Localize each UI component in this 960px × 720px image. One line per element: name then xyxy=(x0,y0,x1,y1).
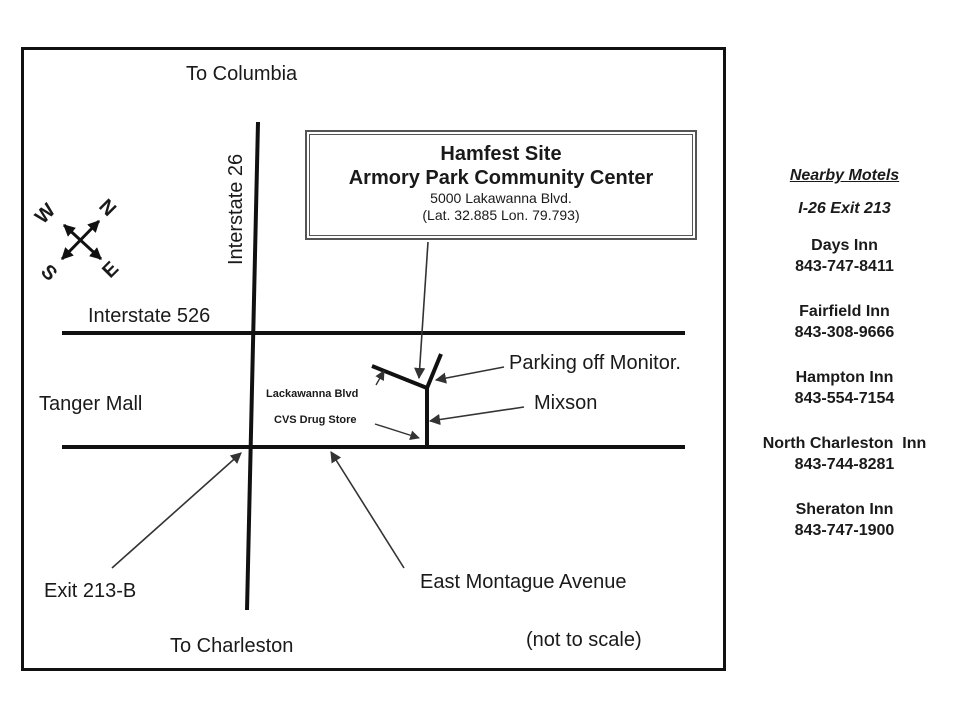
motel-phone: 843-747-1900 xyxy=(794,522,895,539)
arrow-exit xyxy=(111,452,242,569)
arrow-lackawanna xyxy=(375,370,385,386)
nearby-motels-panel: Nearby Motels I-26 Exit 213 Days Inn 843… xyxy=(732,165,957,565)
label-cvs: CVS Drug Store xyxy=(274,414,357,426)
label-lackawanna-blvd: Lackawanna Blvd xyxy=(266,388,359,400)
map-frame xyxy=(21,47,726,671)
motel-name: Sheraton Inn xyxy=(795,501,894,518)
motel-name: Fairfield Inn xyxy=(799,303,890,320)
site-address: 5000 Lakawanna Blvd. xyxy=(430,190,572,206)
motel-phone: 843-747-8411 xyxy=(795,258,894,275)
label-interstate-526: Interstate 526 xyxy=(88,305,211,327)
motel-item: Sheraton Inn 843-747-1900 xyxy=(732,499,957,541)
road-monitor-right xyxy=(425,353,443,389)
motel-item: Fairfield Inn 843-308-9666 xyxy=(732,301,957,343)
motel-name: Hampton Inn xyxy=(795,369,894,386)
motel-name: Days Inn xyxy=(811,237,878,254)
label-mixson: Mixson xyxy=(534,392,598,414)
label-interstate-26: Interstate 26 xyxy=(225,153,247,265)
motel-phone: 843-554-7154 xyxy=(794,390,895,407)
label-to-columbia: To Columbia xyxy=(186,63,298,85)
hamfest-site-box: Hamfest Site Armory Park Community Cente… xyxy=(305,130,697,240)
motels-exit: I-26 Exit 213 xyxy=(798,200,891,217)
site-venue: Armory Park Community Center xyxy=(348,167,654,189)
site-title: Hamfest Site xyxy=(440,143,562,165)
label-parking: Parking off Monitor. xyxy=(509,352,681,374)
motel-item: Days Inn 843-747-8411 xyxy=(732,235,957,277)
arrow-east-montague xyxy=(330,451,405,569)
label-scale-note: (not to scale) xyxy=(526,629,642,651)
label-exit-213b: Exit 213-B xyxy=(44,580,137,602)
label-to-charleston: To Charleston xyxy=(170,635,294,657)
motel-name: North Charleston Inn xyxy=(762,435,927,452)
motel-phone: 843-308-9666 xyxy=(794,324,895,341)
arrow-mixson xyxy=(428,406,525,426)
road-interstate-26 xyxy=(245,121,260,611)
motel-item: North Charleston Inn 843-744-8281 xyxy=(732,433,957,475)
site-coordinates: (Lat. 32.885 Lon. 79.793) xyxy=(422,207,580,223)
road-lackawanna-left xyxy=(371,364,428,390)
motel-phone: 843-744-8281 xyxy=(794,456,895,473)
arrow-parking xyxy=(434,366,505,384)
label-tanger-mall: Tanger Mall xyxy=(39,393,143,415)
compass-icon xyxy=(60,219,103,261)
motels-title: Nearby Motels xyxy=(789,167,900,184)
arrow-cvs xyxy=(374,423,420,440)
motel-item: Hampton Inn 843-554-7154 xyxy=(732,367,957,409)
label-east-montague: East Montague Avenue xyxy=(420,571,627,593)
arrow-site xyxy=(414,241,429,380)
